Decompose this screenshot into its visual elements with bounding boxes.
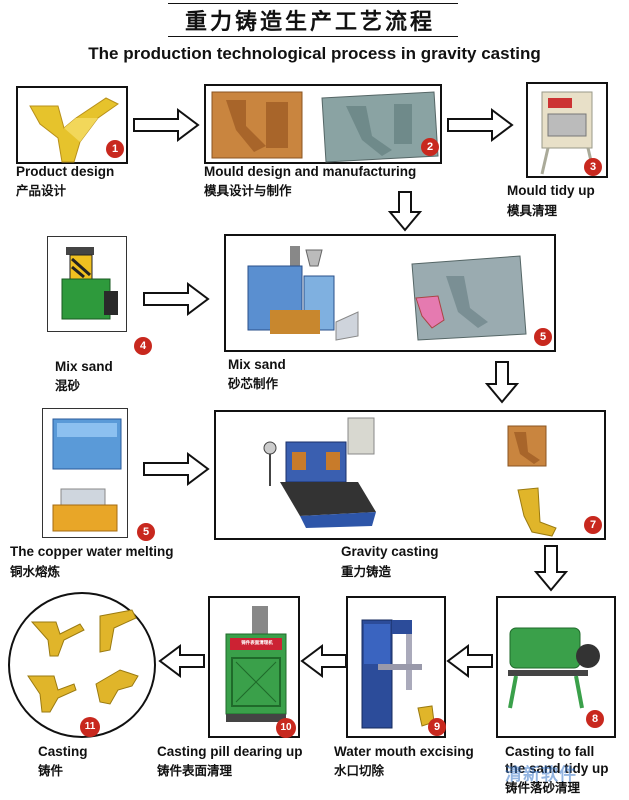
step-4-box: 4 [47,236,152,355]
watermark-text: 清新软件 [505,765,577,785]
step-3-badge: 3 [584,158,602,176]
step-11-badge: 11 [80,717,100,737]
arrow-down-3 [533,545,569,592]
page-title-en: The production technological process in … [88,44,541,63]
arrow-right-3 [143,282,210,316]
step-10-label-zh: 铸件表面清理 [157,763,233,778]
step-8-box: 8 [496,596,616,738]
step-8-label-en: Casting to fall the sand tidy up [505,744,609,776]
step-10-box: 铸件表面清理机 10 [208,596,300,738]
core-machine-image [247,246,527,341]
arrow-left-2 [300,644,347,678]
page-title-zh: 重力铸造生产工艺流程 [184,10,435,35]
step-8-badge: 8 [586,710,604,728]
arrow-right-4 [143,452,210,486]
shot-blast-machine-image [225,606,287,722]
arrow-down-2 [484,361,520,404]
step-7-badge: 7 [584,516,602,534]
shot-blast-machine-label: 铸件表面清理机 [241,641,273,646]
title-bottom-rule [168,36,458,37]
finished-castings-image [27,609,139,713]
step-4-label-en: Mix sand [55,359,113,374]
step-1-label-zh: 产品设计 [16,183,67,198]
step-7-label-en: Gravity casting [341,544,439,559]
drum-shakeout-machine-image [508,627,600,709]
arrow-left-1 [158,644,205,678]
step-5-box: 5 [224,234,556,352]
step-4-label-zh: 混砂 [55,378,81,393]
step-2-box: 2 [204,84,442,164]
step-1-badge: 1 [106,140,124,158]
step-5-badge: 5 [534,328,552,346]
step-9-box: 9 [346,596,446,738]
step-2-label-en: Mould design and manufacturing [204,164,417,179]
step-9-label-zh: 水口切除 [334,763,385,778]
mould-design-image [211,91,439,163]
step-6-box: 5 [42,408,155,541]
step-11-label-zh: 铸件 [38,763,64,778]
arrow-left-3 [446,644,493,678]
step-3-box: 3 [526,82,608,178]
step-2-label-zh: 模具设计与制作 [204,183,292,198]
sandblast-cabinet-image [540,91,596,175]
step-5-label-zh: 砂芯制作 [228,376,279,391]
step-8-label-zh: 铸件落砂清理 [505,780,581,795]
step-7-box: 7 [214,410,606,540]
arrow-right-2 [447,108,514,142]
step-5-label-en: Mix sand [228,357,286,372]
step-1-label-en: Product design [16,164,115,179]
step-10-label-en: Casting pill dearing up [157,744,303,759]
title-top-rule [168,3,458,4]
step-3-label-en: Mould tidy up [507,183,595,198]
step-1-box: 1 [16,86,128,164]
step-9-label-en: Water mouth excising [334,744,474,759]
step-3-label-zh: 模具清理 [507,203,558,218]
arrow-right-1 [133,108,200,142]
band-saw-image [361,619,435,729]
arrow-down-1 [387,191,423,232]
step-11-box: 11 [8,592,156,738]
gravity-casting-machine-image [263,417,557,537]
step-7-label-zh: 重力铸造 [341,564,392,579]
step-4-badge: 4 [134,337,152,355]
step-6-badge: 5 [137,523,155,541]
step-11-label-en: Casting [38,744,88,759]
step-6-label-en: The copper water melting [10,544,174,559]
sand-mixer-image [61,247,118,320]
melting-furnace-image [52,418,122,532]
step-2-badge: 2 [421,138,439,156]
step-10-badge: 10 [276,718,296,738]
step-6-label-zh: 铜水熔炼 [10,564,61,579]
step-9-badge: 9 [428,718,446,736]
product-design-image [29,97,119,163]
